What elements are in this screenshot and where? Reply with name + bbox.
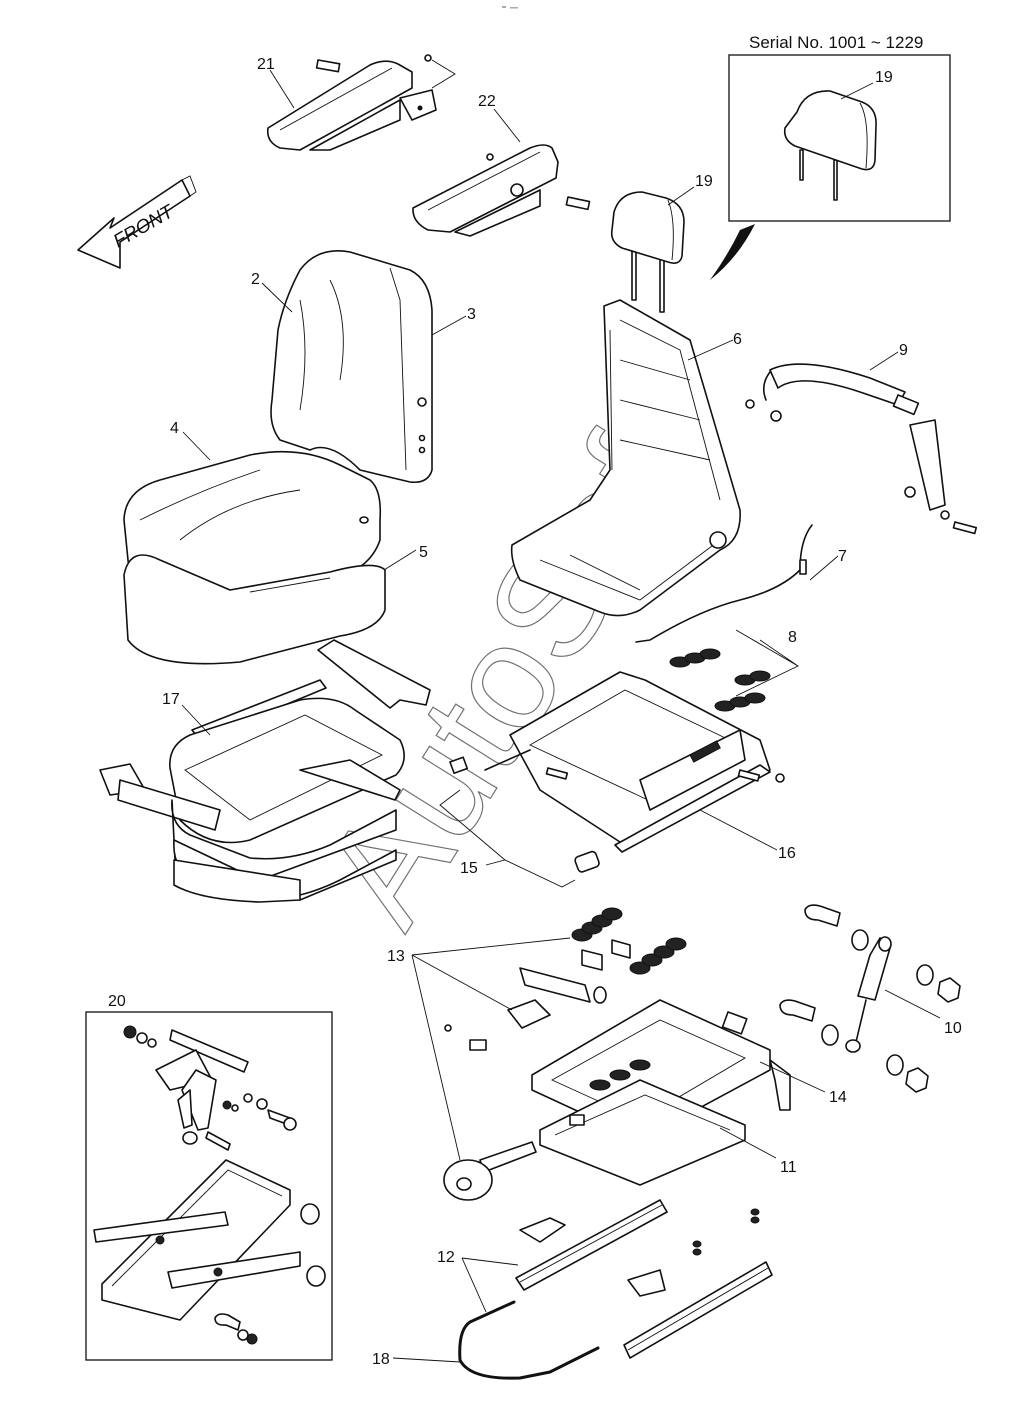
callout-12: 12 — [437, 1249, 455, 1266]
callout-4: 4 — [170, 420, 179, 437]
callout-21: 21 — [257, 56, 275, 73]
callout-20: 20 — [108, 993, 126, 1010]
shock-absorber-10 — [779, 904, 961, 1093]
callout-3: 3 — [467, 306, 476, 323]
callout-10: 10 — [944, 1020, 962, 1037]
callout-labels: 21 22 19 2 3 4 5 6 9 7 8 17 16 15 13 10 — [162, 56, 962, 1368]
callout-11: 11 — [780, 1159, 797, 1176]
callout-17: 17 — [162, 691, 180, 708]
callout-16: 16 — [778, 845, 796, 862]
callout-14: 14 — [829, 1089, 847, 1106]
headrest-19 — [610, 191, 685, 313]
armrest-22 — [412, 144, 591, 237]
inset-20-box: 20 — [85, 993, 333, 1361]
inset-pointer — [710, 224, 755, 280]
lever-18 — [458, 1300, 600, 1380]
seat-belt-9 — [745, 363, 978, 535]
slide-base-16 — [449, 671, 785, 853]
inset-20-tray — [93, 1159, 326, 1345]
caps-15 — [574, 850, 600, 873]
seat-cushion-4-5 — [123, 450, 386, 665]
callout-2: 2 — [251, 271, 260, 288]
callout-19: 19 — [695, 173, 713, 190]
suspension-14-11 — [531, 999, 791, 1186]
serial-number-box: Serial No. 1001 ~ 1229 19 — [710, 33, 951, 280]
callout-5: 5 — [419, 544, 428, 561]
seat-frame-6 — [510, 299, 741, 617]
cable-7 — [635, 524, 813, 643]
headrest-inset-icon — [783, 90, 877, 201]
callout-9: 9 — [899, 342, 908, 359]
callout-6: 6 — [733, 331, 742, 348]
callout-19-inset: 19 — [875, 69, 893, 86]
serial-caption: Serial No. 1001 ~ 1229 — [749, 33, 923, 52]
callout-22: 22 — [478, 93, 496, 110]
springs-8 — [669, 648, 771, 712]
callout-13: 13 — [387, 948, 405, 965]
callout-7: 7 — [838, 548, 847, 565]
backrest-2-3 — [270, 250, 433, 484]
callout-18: 18 — [372, 1351, 390, 1368]
callout-8: 8 — [788, 629, 797, 646]
adjust-knob — [443, 1141, 537, 1201]
top-mark — [502, 6, 518, 9]
front-arrow-icon: FRONT — [77, 175, 197, 269]
slide-rails-12 — [515, 1199, 773, 1359]
armrest-21 — [266, 54, 456, 151]
inset-20-hardware — [123, 1025, 297, 1151]
cushion-frame-17 — [99, 639, 431, 903]
callout-15: 15 — [460, 860, 478, 877]
suspension-kit-13 — [444, 907, 687, 1051]
